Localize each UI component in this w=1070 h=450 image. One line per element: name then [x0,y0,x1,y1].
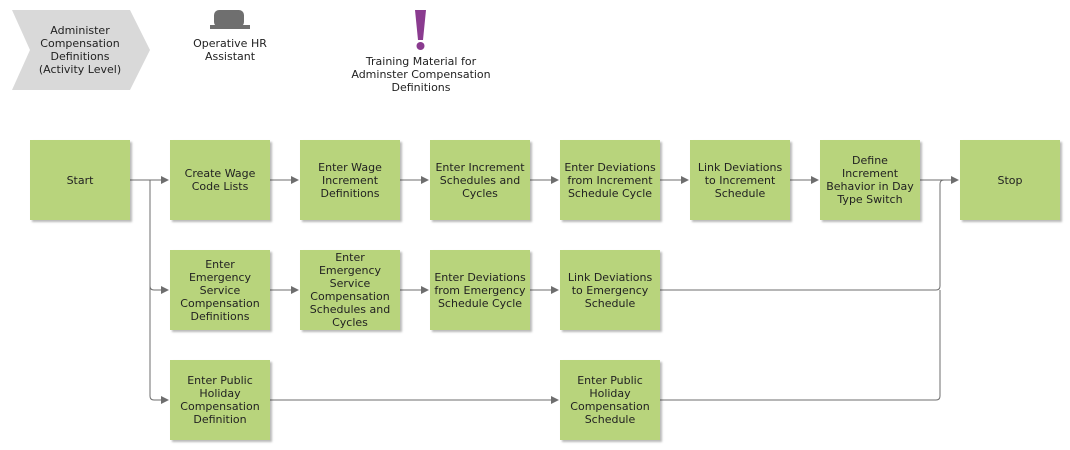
enter-emergency-service-compensation-schedules[interactable]: Enter Emergency Service Compensation Sch… [300,250,400,330]
exclamation-icon [415,10,426,50]
activity-chevron-shape [12,10,150,90]
enter-increment-schedules-cycles[interactable]: Enter Increment Schedules and Cycles [430,140,530,220]
enter-emergency-service-compensation-definitions[interactable]: Enter Emergency Service Compensation Def… [170,250,270,330]
connector-r2-to-stop [660,179,945,291]
create-wage-code-lists[interactable]: Create Wage Code Lists [170,140,270,220]
start-node[interactable]: Start [30,140,130,220]
enter-wage-increment-definitions[interactable]: Enter Wage Increment Definitions [300,140,400,220]
enter-deviations-increment-schedule-cycle[interactable]: Enter Deviations from Increment Schedule… [560,140,660,220]
stop-node[interactable]: Stop [960,140,1060,220]
role-label: Operative HR Assistant [193,37,267,63]
define-increment-behavior[interactable]: Define Increment Behavior in Day Type Sw… [820,140,920,220]
enter-deviations-emergency-schedule-cycle[interactable]: Enter Deviations from Emergency Schedule… [430,250,530,330]
link-deviations-increment-schedule[interactable]: Link Deviations to Increment Schedule [690,140,790,220]
connector-r3-to-stop [660,290,941,401]
connector-start-branch [149,180,169,404]
training-material-label: Training Material for Adminster Compensa… [351,55,491,94]
enter-public-holiday-compensation-schedule[interactable]: Enter Public Holiday Compensation Schedu… [560,360,660,440]
activity-chevron-label: Administer Compensation Definitions (Act… [38,24,122,76]
enter-public-holiday-compensation-definition[interactable]: Enter Public Holiday Compensation Defini… [170,360,270,440]
connector-start-to-emergency [149,285,169,294]
person-role-icon [210,10,250,29]
link-deviations-emergency-schedule[interactable]: Link Deviations to Emergency Schedule [560,250,660,330]
